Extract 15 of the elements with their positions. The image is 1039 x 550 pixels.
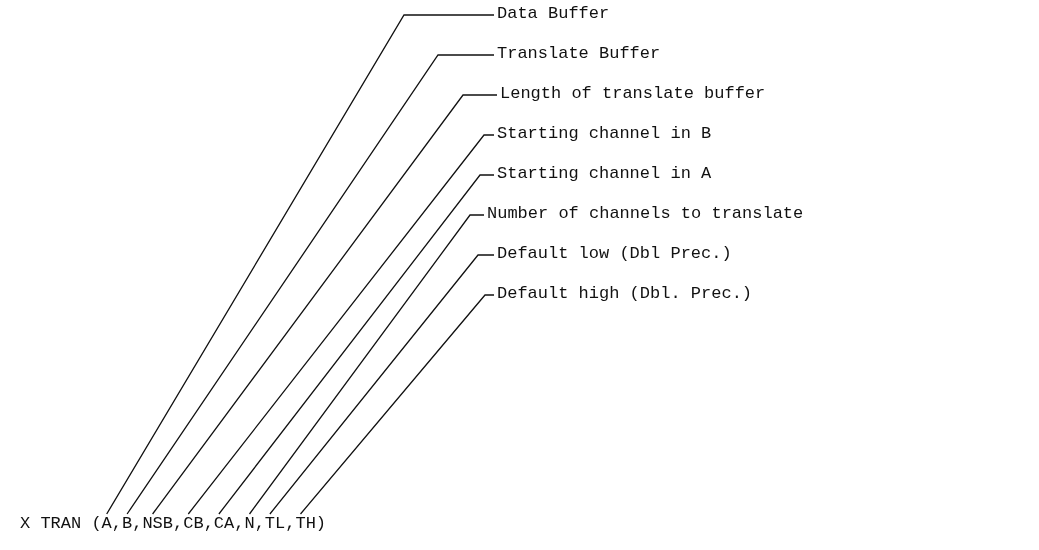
- leader-line: [269, 254, 495, 515]
- parameter-description: Default high (Dbl. Prec.): [497, 284, 753, 304]
- parameter-description: Default low (Dbl Prec.): [497, 244, 732, 264]
- leader-line: [218, 174, 495, 515]
- leader-line: [299, 294, 495, 515]
- parameter-description: Starting channel in A: [497, 164, 712, 184]
- leader-line: [151, 94, 498, 515]
- command-text: X TRAN (A,B,NSB,CB,CA,N,TL,TH): [20, 514, 327, 534]
- parameter-description: Data Buffer: [497, 4, 610, 24]
- parameter-description: Number of channels to translate: [487, 204, 804, 224]
- parameter-description: Length of translate buffer: [500, 84, 766, 104]
- leader-line: [248, 214, 485, 515]
- parameter-description: Translate Buffer: [497, 44, 661, 64]
- parameter-description: Starting channel in B: [497, 124, 712, 144]
- leader-line: [187, 134, 495, 515]
